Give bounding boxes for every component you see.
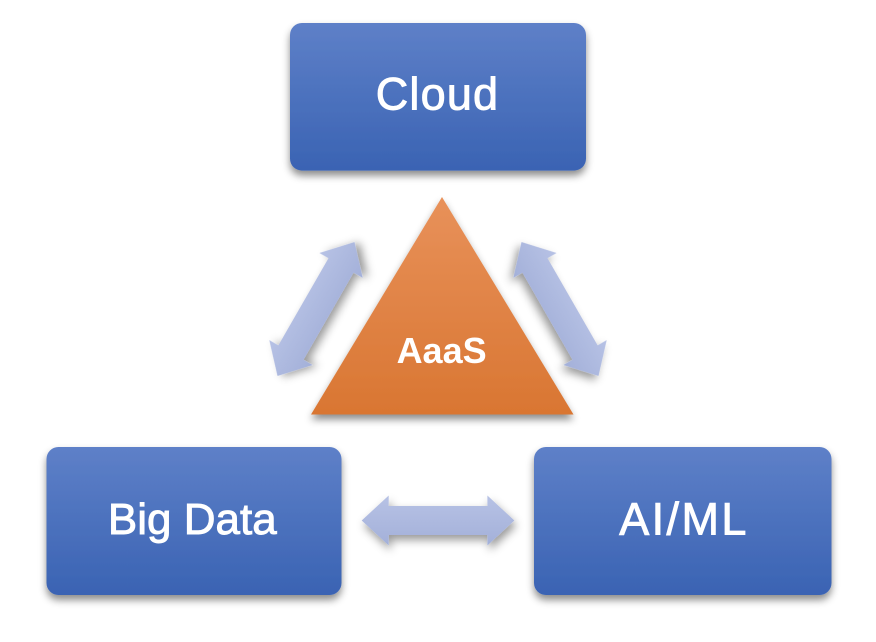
svg-text:AaaS: AaaS — [397, 330, 487, 371]
svg-text:AI/ML: AI/ML — [619, 494, 749, 545]
svg-text:Big Data: Big Data — [108, 495, 277, 544]
svg-text:Cloud: Cloud — [376, 69, 500, 120]
